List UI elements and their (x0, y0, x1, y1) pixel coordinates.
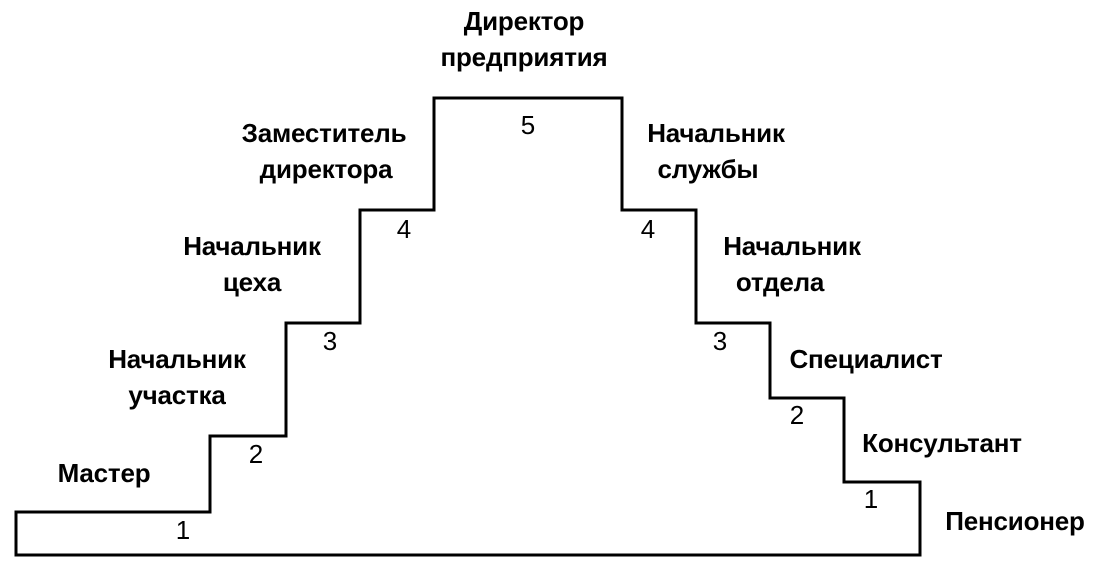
step-number-left-3: 3 (323, 326, 337, 356)
step-number-left-2: 2 (249, 439, 263, 469)
label-dept-head-line1: Начальник (723, 231, 862, 261)
label-section-head-line1: Начальник (108, 344, 247, 374)
label-shop-head-line1: Начальник (183, 231, 322, 261)
label-deputy-line1: Заместитель (242, 118, 407, 148)
label-director-line1: Директор (464, 6, 584, 36)
step-number-right-3: 3 (713, 326, 727, 356)
label-service-head-line2: службы (658, 154, 759, 184)
label-consultant: Консультант (862, 428, 1022, 458)
label-pensioner: Пенсионер (945, 506, 1084, 536)
label-section-head-line2: участка (128, 380, 226, 410)
label-shop-head-line2: цеха (223, 267, 282, 297)
step-number-right-1: 1 (864, 484, 878, 514)
step-number-top-5: 5 (521, 110, 535, 140)
step-number-left-4: 4 (397, 214, 411, 244)
label-master: Мастер (58, 458, 151, 488)
step-number-right-2: 2 (790, 400, 804, 430)
label-director-line2: предприятия (441, 42, 608, 72)
label-specialist: Специалист (789, 344, 943, 374)
step-number-right-4: 4 (641, 214, 655, 244)
label-service-head-line1: Начальник (647, 118, 786, 148)
label-deputy-line2: директора (260, 154, 393, 184)
staircase-outline (14, 96, 922, 557)
label-dept-head-line2: отдела (736, 267, 825, 297)
step-number-left-1: 1 (176, 515, 190, 545)
